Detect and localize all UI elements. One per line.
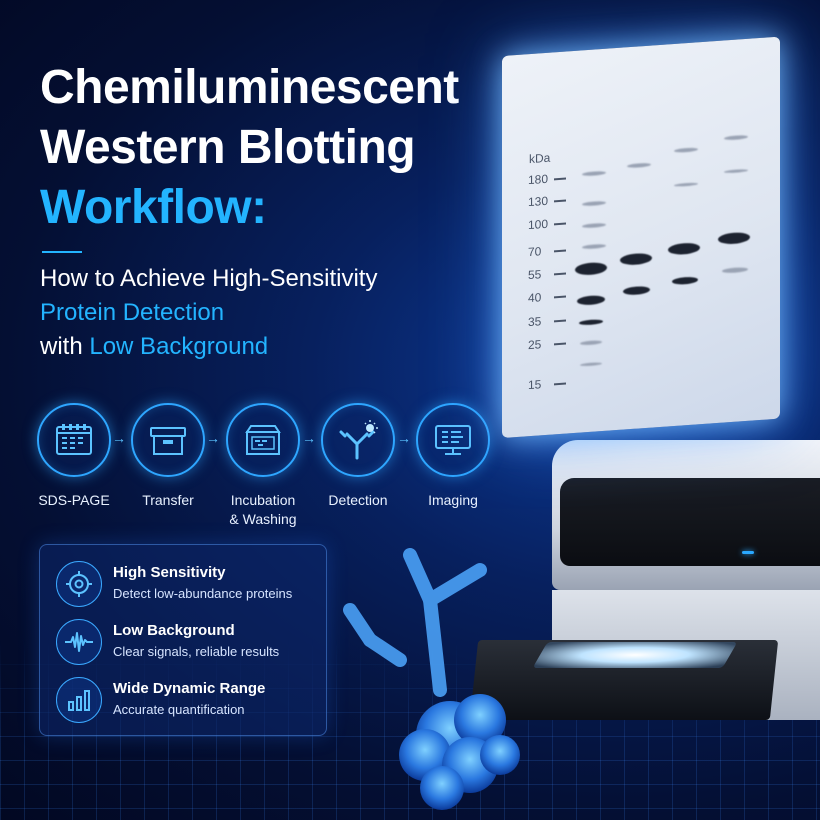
blot-band: [674, 182, 698, 187]
blot-band: [575, 261, 607, 276]
workflow-step-label: SDS-PAGE: [38, 492, 110, 508]
blot-band: [724, 168, 748, 174]
blot-band: [582, 200, 606, 207]
blot-marker-label: 70: [528, 244, 542, 260]
blot-marker-tick: [554, 319, 566, 323]
blot-marker-label: 15: [528, 377, 542, 393]
blot-band: [577, 294, 605, 306]
workflow-step-label: Detection: [328, 492, 388, 508]
blot-marker-label: 40: [528, 290, 542, 306]
blot-marker-tick: [554, 199, 566, 203]
feature-item: Low Background Clear signals, reliable r…: [56, 619, 316, 669]
blot-marker-tick: [554, 272, 566, 276]
blot-band: [724, 134, 748, 141]
feature-item: High Sensitivity Detect low-abundance pr…: [56, 561, 316, 611]
feature-title: Low Background: [113, 622, 235, 639]
western-blot-membrane: kDa 180 130 100 70 55 40 35 25 15: [502, 36, 780, 439]
workflow-step-label: Imaging: [428, 492, 478, 508]
blot-marker-tick: [554, 249, 566, 253]
subtitle-line-3-prefix: with: [40, 333, 90, 360]
blot-marker-tick: [554, 295, 566, 299]
blot-marker-label: 35: [528, 314, 542, 330]
title-line-1: Chemiluminescent: [40, 61, 459, 114]
subtitle: How to Achieve High-Sensitivity Protein …: [40, 262, 377, 364]
feature-title: High Sensitivity: [113, 564, 226, 581]
antibody-glow-icon: [321, 403, 395, 477]
blot-marker-tick: [554, 342, 566, 346]
feature-description: Clear signals, reliable results: [113, 644, 280, 659]
workflow-step-sds-page: SDS-PAGE: [27, 403, 121, 510]
blot-band: [582, 222, 606, 229]
transfer-box-icon: [131, 403, 205, 477]
incubation-tray-icon: [226, 403, 300, 477]
subtitle-line-2: Protein Detection: [40, 299, 225, 326]
workflow-step-label: Transfer: [142, 492, 194, 508]
antibody-illustration: [343, 548, 520, 810]
arrow-right-icon: →: [112, 430, 126, 446]
page-title: Chemiluminescent Western Blotting Workfl…: [40, 58, 500, 238]
blot-band: [722, 266, 748, 274]
blot-band: [668, 242, 700, 256]
blot-band: [582, 243, 606, 250]
blot-marker-tick: [554, 382, 566, 386]
feature-description: Accurate quantification: [113, 702, 245, 717]
blot-band: [580, 362, 602, 367]
imager-tray-glow: [532, 642, 738, 668]
subtitle-line-1: How to Achieve High-Sensitivity: [40, 265, 378, 292]
blot-band: [627, 162, 651, 169]
workflow-step-transfer: Transfer: [121, 403, 215, 510]
arrow-right-icon: →: [302, 430, 316, 446]
title-line-2: Western Blotting: [40, 121, 416, 174]
gel-icon: [37, 403, 111, 477]
subtitle-line-3-highlight: Low Background: [89, 333, 269, 360]
target-icon: [56, 561, 102, 607]
blot-band: [672, 276, 698, 286]
workflow-step-incubation: Incubation & Washing: [216, 403, 310, 529]
blot-marker-tick: [554, 222, 566, 226]
blot-band: [623, 285, 650, 296]
feature-description: Detect low-abundance proteins: [113, 586, 293, 601]
workflow-step-imaging: Imaging: [406, 403, 500, 510]
title-divider: [42, 251, 82, 253]
feature-title: Wide Dynamic Range: [113, 680, 266, 697]
blot-marker-label: 100: [528, 216, 549, 233]
feature-item: Wide Dynamic Range Accurate quantificati…: [56, 677, 316, 727]
blot-marker-label: 55: [528, 267, 542, 283]
blot-band: [580, 340, 602, 346]
blot-marker-tick: [554, 177, 566, 181]
blot-band: [718, 231, 750, 245]
blot-band: [674, 147, 698, 153]
monitor-icon: [416, 403, 490, 477]
blot-marker-label: 130: [528, 193, 549, 210]
blot-marker-label: 180: [528, 171, 549, 188]
blot-marker-ladder: 180 130 100 70 55 40 35 25 15: [502, 37, 780, 392]
title-line-3: Workflow:: [40, 181, 267, 234]
blot-band: [582, 170, 606, 177]
arrow-right-icon: →: [206, 430, 220, 446]
blot-band: [620, 252, 652, 266]
features-card: High Sensitivity Detect low-abundance pr…: [39, 544, 327, 736]
workflow-step-detection: Detection: [311, 403, 405, 510]
bar-chart-icon: [56, 677, 102, 723]
blot-marker-label: 25: [528, 337, 542, 353]
imager-front-panel: [560, 478, 820, 566]
workflow-step-label: Incubation & Washing: [229, 492, 297, 527]
imager-status-light: [742, 551, 754, 554]
arrow-right-icon: →: [397, 430, 411, 446]
waveform-icon: [56, 619, 102, 665]
blot-band: [579, 318, 603, 326]
blot-unit-label: kDa: [529, 150, 551, 167]
